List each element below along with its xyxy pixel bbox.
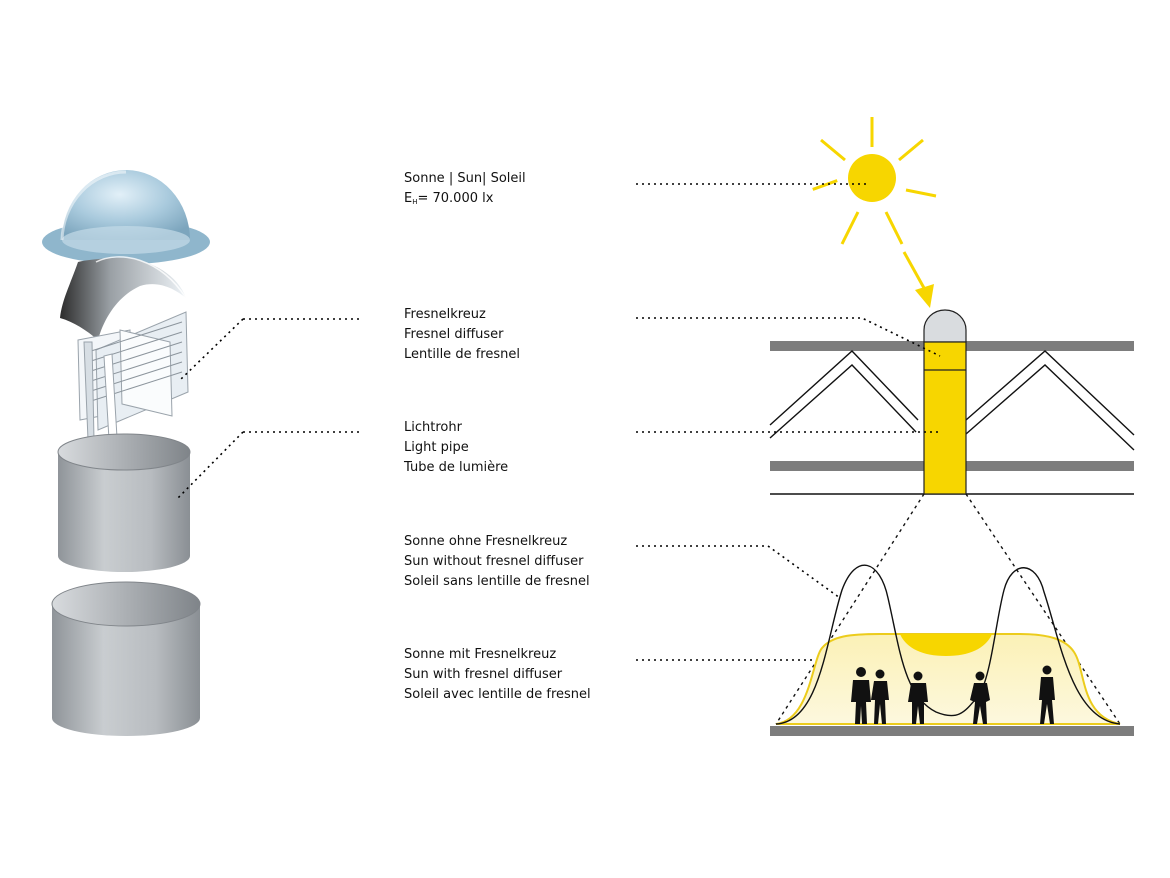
person-2 (871, 669, 889, 724)
dome-illustration (42, 170, 210, 264)
product-illustration (42, 170, 363, 736)
sun-icon (812, 117, 937, 245)
person-3 (908, 671, 928, 724)
leader-line-pipe-diagonal (175, 431, 244, 501)
leader-line-without-diffuser (636, 545, 841, 599)
spiral-reflector-illustration (60, 256, 187, 340)
leader-line-fresnel-right (636, 317, 941, 357)
fresnel-cross-illustration (77, 311, 189, 457)
label-with-de: Sonne mit Fresnelkreuz (404, 647, 557, 662)
schematic (636, 117, 1135, 736)
skylight-dome (923, 309, 967, 343)
label-lightpipe-en: Light pipe (404, 440, 469, 455)
label-without-diffuser: Sonne ohne Fresnelkreuz Sun without fres… (404, 532, 590, 592)
lux-value: = 70.000 lx (417, 191, 494, 206)
distribution-curve-without-diffuser (775, 564, 1121, 725)
lux-subscript: H (412, 198, 418, 206)
person-5 (1039, 665, 1055, 724)
lux-symbol: E (404, 191, 413, 206)
label-with-fr: Soleil avec lentille de fresnel (404, 687, 591, 702)
label-fresnel-de: Fresnelkreuz (404, 307, 486, 322)
lower-tube-illustration (51, 581, 201, 736)
label-lightpipe: Lichtrohr Light pipe Tube de lumière (404, 418, 508, 478)
light-hotspot (900, 634, 992, 656)
light-pipe-schematic (923, 341, 967, 495)
person-1 (851, 667, 871, 724)
label-fresnel-fr: Lentille de fresnel (404, 347, 520, 362)
label-without-en: Sun without fresnel diffuser (404, 554, 584, 569)
label-sun-illuminance: EH= 70.000 lx (404, 189, 526, 212)
label-lightpipe-fr: Tube de lumière (404, 460, 509, 475)
label-without-de: Sonne ohne Fresnelkreuz (404, 534, 568, 549)
light-pipe-illustration (57, 433, 191, 572)
label-fresnel-en: Fresnel diffuser (404, 327, 504, 342)
label-with-diffuser: Sonne mit Fresnelkreuz Sun with fresnel … (404, 645, 591, 705)
label-lightpipe-de: Lichtrohr (404, 420, 462, 435)
person-4 (970, 671, 990, 724)
floor-slab (770, 726, 1134, 736)
label-with-en: Sun with fresnel diffuser (404, 667, 563, 682)
label-without-fr: Soleil sans lentille de fresnel (404, 574, 590, 589)
people-silhouettes (851, 665, 1055, 724)
sunlight-arrow (902, 251, 934, 308)
label-fresnel: Fresnelkreuz Fresnel diffuser Lentille d… (404, 305, 520, 365)
roof-truss (769, 350, 1135, 451)
label-sun: Sonne | Sun| Soleil EH= 70.000 lx (404, 169, 526, 212)
leader-line-fresnel-diagonal (179, 318, 244, 381)
label-sun-title: Sonne | Sun| Soleil (404, 171, 526, 186)
